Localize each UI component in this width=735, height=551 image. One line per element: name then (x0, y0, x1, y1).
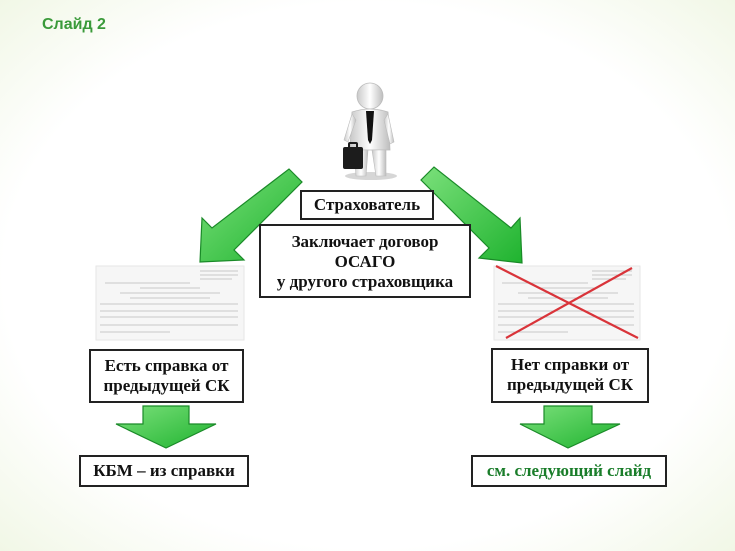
slide-number-label: Слайд 2 (42, 16, 106, 33)
arrow-to-left-branch (199, 168, 303, 263)
arrow-down-right (519, 405, 621, 449)
businessman-icon (343, 82, 397, 180)
no-certificate-box: Нет справки от предыдущей СК (491, 348, 649, 403)
kbm-result-label: КБМ – из справки (93, 461, 235, 480)
next-slide-box[interactable]: см. следующий слайд (471, 455, 667, 487)
contract-box: Заключает договор ОСАГО у другого страхо… (259, 224, 471, 298)
contract-line-1: Заключает договор (291, 232, 439, 251)
no-certificate-line-1: Нет справки от (510, 355, 630, 374)
no-certificate-line-2: предыдущей СК (506, 375, 634, 394)
cross-out-icon (495, 265, 639, 339)
next-slide-label[interactable]: см. следующий слайд (486, 461, 652, 480)
kbm-result-box: КБМ – из справки (79, 455, 249, 487)
has-certificate-box: Есть справка от предыдущей СК (89, 349, 244, 403)
has-certificate-line-2: предыдущей СК (103, 376, 230, 395)
contract-line-2: ОСАГО (334, 252, 396, 271)
has-certificate-line-1: Есть справка от (104, 356, 229, 375)
arrow-down-left (115, 405, 217, 449)
contract-line-3: у другого страховщика (276, 272, 454, 291)
insurer-box: Страхователь (300, 190, 434, 220)
certificate-document-left (95, 265, 245, 341)
certificate-document-right (493, 265, 641, 341)
insurer-label: Страхователь (313, 195, 421, 214)
